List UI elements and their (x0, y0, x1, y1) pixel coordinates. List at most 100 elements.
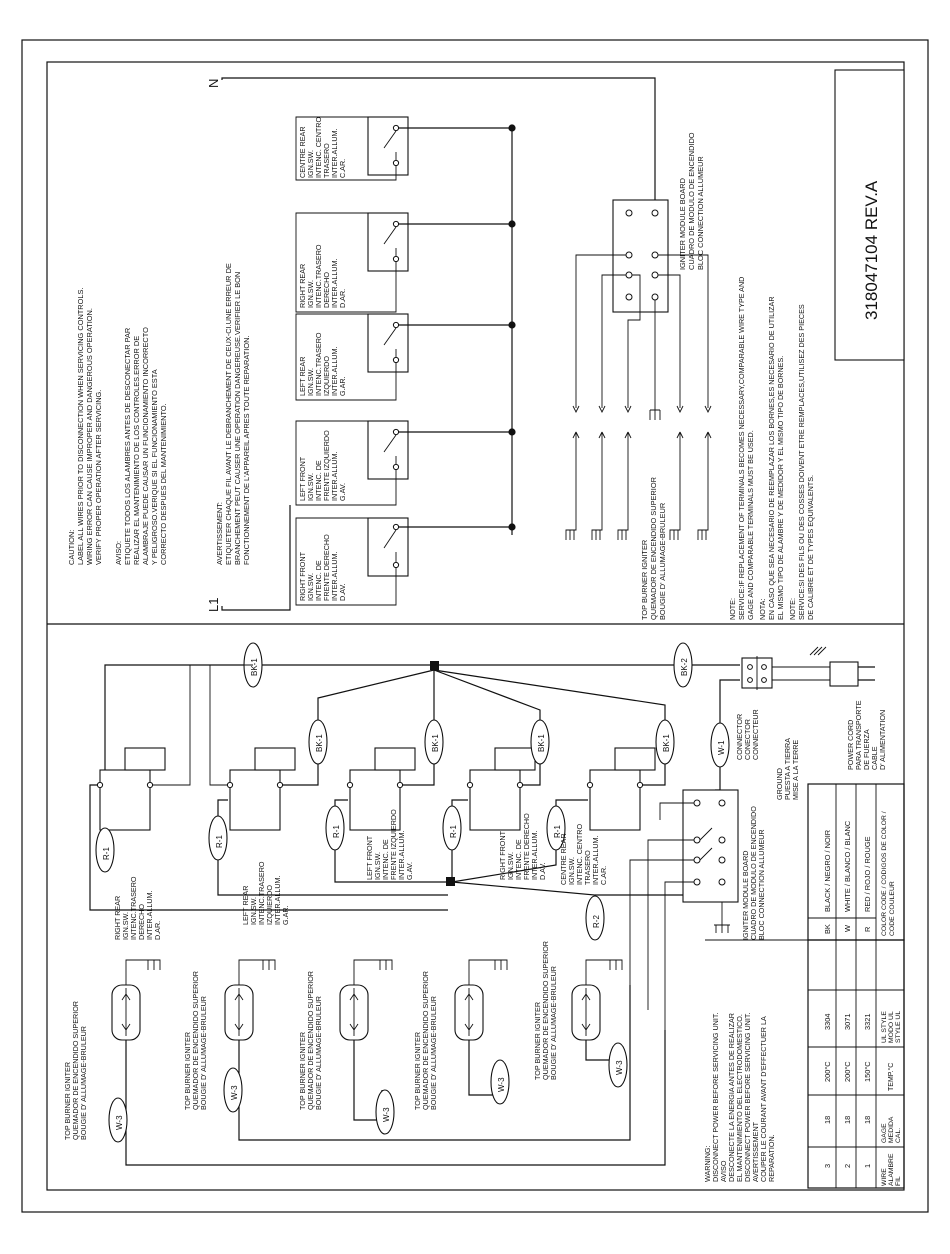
svg-text:COUPER LE COURANT AVANT D'EFFE: COUPER LE COURANT AVANT D'EFFECTUER LA (759, 1016, 768, 1182)
wire-label-r1: R-1 (325, 805, 345, 851)
switch-label-left-front: LEFT FRONT IGN.SW. INTENC. DE FRENTE IZQ… (298, 430, 347, 501)
svg-text:UL STYLE: UL STYLE (881, 1011, 888, 1043)
svg-text:GROUND: GROUND (775, 768, 784, 800)
wire-label-bk1: BK-1 (424, 719, 444, 765)
caution-text: CAUTION: LABEL ALL WIRES PRIOR TO DISCON… (67, 263, 251, 565)
svg-text:INTENC.TRASERO: INTENC.TRASERO (314, 244, 323, 308)
svg-text:REALIZAR EL MANTENIMIENTO DE L: REALIZAR EL MANTENIMIENTO DE LOS CONTROL… (132, 336, 141, 565)
svg-text:R-1: R-1 (449, 825, 458, 838)
svg-text:INTER.ALLUM.: INTER.ALLUM. (330, 346, 339, 396)
wire-label-w3: W-3 (375, 1089, 395, 1135)
switch-label-right-rear: RIGHT REAR IGN.SW. INTENC.TRASERO DERECH… (298, 244, 347, 308)
outer-frame (21, 39, 929, 1213)
r1-wire (89, 784, 448, 911)
svg-text:IZQUIERDO: IZQUIERDO (265, 885, 274, 925)
svg-text:1: 1 (863, 1164, 872, 1168)
top-section: 318047104 REV.A N L1 (67, 69, 905, 620)
svg-text:R-1: R-1 (215, 835, 224, 848)
svg-text:INTENC. DE: INTENC. DE (514, 839, 523, 880)
svg-text:MEDIDA: MEDIDA (888, 1116, 895, 1143)
svg-text:LABEL ALL WIRES PRIOR TO DISCO: LABEL ALL WIRES PRIOR TO DISCONNECTION W… (76, 288, 85, 565)
ground-symbol (649, 409, 661, 420)
svg-text:AVERTISSEMENT: AVERTISSEMENT (751, 1121, 760, 1182)
svg-text:VERIFY PROPER OPERATION AFTER: VERIFY PROPER OPERATION AFTER SERVICING. (94, 390, 103, 565)
w3-wire (125, 1030, 666, 1166)
svg-text:LEFT REAR: LEFT REAR (298, 357, 307, 396)
svg-text:INTENC.TRASERO: INTENC.TRASERO (257, 861, 266, 925)
switch-right-rear (367, 212, 512, 272)
wire-label-w3: W-3 (108, 1097, 128, 1143)
wire-label-r1: R-1 (95, 827, 115, 873)
svg-text:R-1: R-1 (553, 825, 562, 838)
svg-text:BOUGIE D' ALLUMAGE-BRULEUR: BOUGIE D' ALLUMAGE-BRULEUR (429, 996, 438, 1110)
part-number-box (834, 69, 905, 361)
svg-text:LEFT FRONT: LEFT FRONT (365, 835, 374, 880)
svg-text:INTENC. DE: INTENC. DE (381, 839, 390, 880)
svg-text:BLOC CONNECTION ALLUMEUR: BLOC CONNECTION ALLUMEUR (757, 829, 766, 940)
svg-text:IGN.SW.: IGN.SW. (306, 573, 315, 601)
svg-text:G.AV.: G.AV. (405, 862, 414, 880)
r1-wire (451, 799, 468, 882)
svg-text:CONECTOR: CONECTOR (743, 719, 752, 760)
svg-text:R: R (863, 927, 872, 932)
svg-text:IGN.SW.: IGN.SW. (121, 912, 130, 940)
svg-text:R-2: R-2 (592, 915, 601, 928)
burner-label-b4: TOP BURNER IGNITER QUEMADOR DE ENCENDIDO… (413, 971, 438, 1110)
svg-text:W-3: W-3 (497, 1077, 506, 1092)
svg-text:FIL: FIL (895, 1176, 902, 1186)
svg-text:BK-1: BK-1 (250, 658, 259, 676)
svg-text:BLACK / NEGRO / NOIR: BLACK / NEGRO / NOIR (823, 830, 832, 912)
switch-label-right-front-b: RIGHT FRONT IGN.SW. INTENC. DE FRENTE DE… (498, 813, 547, 880)
igniter-lead (591, 431, 606, 540)
svg-text:INTENC. DE: INTENC. DE (314, 560, 323, 601)
w3-wire (468, 1040, 500, 1096)
svg-text:G.AR.: G.AR. (338, 376, 347, 396)
switch-label-right-front: RIGHT FRONT IGN.SW. INTENC. DE FRENTE DE… (298, 534, 347, 601)
svg-text:DE FUERZA: DE FUERZA (862, 729, 871, 770)
svg-text:INTER.ALLUM.: INTER.ALLUM. (330, 258, 339, 308)
svg-text:TOP BURNER IGNITER: TOP BURNER IGNITER (533, 1002, 542, 1080)
switch-centre-rear (367, 116, 512, 176)
svg-text:IGN.SW.: IGN.SW. (306, 368, 315, 396)
svg-text:D.AV.: D.AV. (538, 862, 547, 880)
svg-text:BK-1: BK-1 (315, 734, 324, 752)
svg-text:SERVICE:SI DES FILS OU DES COS: SERVICE:SI DES FILS OU DES COSSES DOIVEN… (797, 304, 806, 620)
svg-text:NOTE:: NOTE: (788, 598, 797, 620)
svg-text:W-3: W-3 (615, 1060, 624, 1075)
igniter-lead (565, 431, 580, 540)
label-n: N (206, 79, 221, 88)
burner-igniter-4 (454, 959, 508, 1041)
igniter-lead (669, 431, 684, 540)
svg-text:QUEMADOR DE ENCENDIDO SUPERIOR: QUEMADOR DE ENCENDIDO SUPERIOR (541, 941, 550, 1080)
svg-text:RIGHT FRONT: RIGHT FRONT (498, 830, 507, 880)
svg-text:DISCONNECT POWER BEFORE SERVIC: DISCONNECT POWER BEFORE SERVICING UNIT. (711, 1013, 720, 1182)
svg-text:ALAMBRAJE PUEDE CAUSAR UN FUNC: ALAMBRAJE PUEDE CAUSAR UN FUNCIONAMIENTO… (141, 327, 150, 565)
burner-igniter-5 (571, 959, 623, 1041)
wire-label-w1: W-1 (710, 722, 730, 768)
svg-text:SERVICE:IF REPLACEMENT OF TERM: SERVICE:IF REPLACEMENT OF TERMINALS BECO… (737, 277, 746, 620)
svg-text:CENTRE REAR: CENTRE REAR (559, 833, 568, 885)
svg-text:CODE COULEUR: CODE COULEUR (889, 881, 896, 936)
svg-text:R-1: R-1 (102, 847, 111, 860)
burner-label-b3: TOP BURNER IGNITER QUEMADOR DE ENCENDIDO… (298, 971, 323, 1110)
svg-text:BLOC CONNECTION ALLUMEUR: BLOC CONNECTION ALLUMEUR (696, 156, 705, 270)
svg-text:CENTRE REAR: CENTRE REAR (298, 126, 307, 178)
svg-text:DERECHO: DERECHO (322, 272, 331, 308)
svg-text:INTER.ALLUM.: INTER.ALLUM. (273, 875, 282, 925)
svg-text:BK: BK (823, 924, 832, 934)
svg-text:WIRING ERROR CAN CAUSE IMPROPE: WIRING ERROR CAN CAUSE IMPROPER AND DANG… (85, 308, 94, 565)
svg-text:LEFT REAR: LEFT REAR (241, 886, 250, 925)
svg-text:IZQUIERDO: IZQUIERDO (322, 356, 331, 396)
wire-label-bk2: BK-2 (673, 642, 693, 688)
svg-text:INTENC. CENTRO: INTENC. CENTRO (314, 116, 323, 178)
svg-text:MODO UL: MODO UL (888, 1011, 895, 1043)
warning-text: WARNING: DISCONNECT POWER BEFORE SERVICI… (703, 1013, 776, 1182)
svg-text:G.AV.: G.AV. (338, 483, 347, 501)
svg-text:ETIQUETE TODOS LOS ALAMBRES AN: ETIQUETE TODOS LOS ALAMBRES ANTES DE DES… (123, 328, 132, 565)
svg-text:18: 18 (823, 1116, 832, 1124)
l1-wire (221, 505, 291, 611)
ground-symbol (714, 902, 730, 933)
svg-text:BOUGIE D' ALLUMAGE-BRULEUR: BOUGIE D' ALLUMAGE-BRULEUR (549, 966, 558, 1080)
svg-text:QUEMADOR DE ENCENDIDO SUPERIOR: QUEMADOR DE ENCENDIDO SUPERIOR (421, 971, 430, 1110)
